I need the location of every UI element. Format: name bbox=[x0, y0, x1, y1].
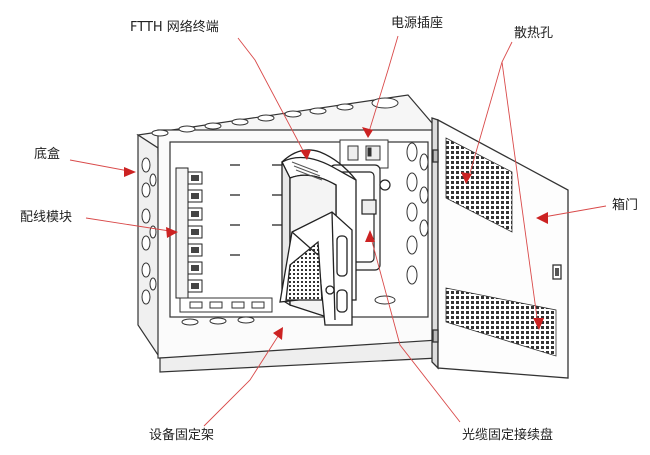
arrow-module bbox=[166, 227, 178, 238]
arrow-power bbox=[362, 127, 373, 138]
callout-lines bbox=[69, 35, 607, 427]
label-equipment-rack: 设备固定架 bbox=[149, 428, 215, 443]
arrow-rack bbox=[273, 327, 283, 340]
label-fiber-splice-tray: 光缆固定接续盘 bbox=[462, 428, 554, 443]
mounting-slots bbox=[230, 164, 282, 256]
bottom-knockouts bbox=[181, 295, 396, 326]
label-wiring-module: 配线模块 bbox=[20, 210, 73, 225]
inner-right-knockouts bbox=[406, 142, 429, 285]
power-socket bbox=[339, 139, 389, 169]
label-power-socket: 电源插座 bbox=[391, 16, 444, 31]
equipment-bracket bbox=[279, 211, 353, 326]
arrow-vent-top bbox=[461, 172, 472, 184]
top-knockouts bbox=[151, 97, 399, 137]
label-ftth-terminal: FTTH 网络终端 bbox=[130, 20, 219, 35]
label-base-box: 底盒 bbox=[34, 147, 61, 162]
callout-arrows bbox=[124, 127, 548, 340]
arrow-tray bbox=[365, 230, 375, 242]
arrow-base bbox=[124, 167, 136, 177]
arrow-vent-bottom bbox=[533, 318, 544, 330]
arrow-door bbox=[536, 212, 548, 224]
label-vent-holes: 散热孔 bbox=[514, 26, 554, 41]
box-door bbox=[431, 117, 569, 379]
arrow-ftth bbox=[300, 150, 311, 160]
wiring-module bbox=[175, 167, 203, 299]
label-box-door: 箱门 bbox=[612, 198, 639, 213]
side-knockouts bbox=[141, 157, 157, 305]
bottom-rail bbox=[179, 297, 273, 313]
